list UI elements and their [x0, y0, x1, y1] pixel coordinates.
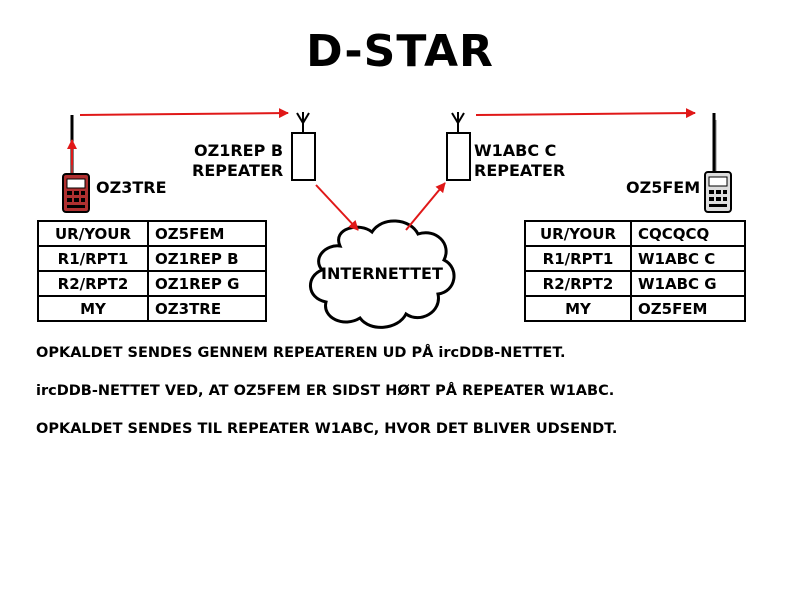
table-value: W1ABC G: [630, 270, 746, 297]
table-value: OZ1REP B: [147, 245, 267, 272]
note-line: ircDDB-NETTET VED, AT OZ5FEM ER SIDST HØ…: [36, 383, 615, 399]
page-title: D-STAR: [306, 26, 494, 77]
left-repeater-type: REPEATER: [192, 161, 284, 180]
left-repeater-antenna-icon: [291, 112, 316, 181]
internet-label: INTERNETTET: [321, 264, 443, 283]
table-key: R1/RPT1: [37, 245, 149, 272]
right-repeater-type: REPEATER: [474, 161, 566, 180]
left-routing-table: UR/YOUR OZ5FEM R1/RPT1 OZ1REP B R2/RPT2 …: [37, 220, 267, 322]
table-key: MY: [524, 295, 632, 322]
arrow-radio-to-repeater: [79, 108, 289, 119]
table-key: UR/YOUR: [524, 220, 632, 247]
internet-cloud-icon: [309, 219, 456, 329]
left-handheld-radio-icon: [62, 115, 90, 213]
left-repeater-name: OZ1REP B: [194, 141, 284, 160]
table-value: OZ5FEM: [147, 220, 267, 247]
right-callsign: OZ5FEM: [626, 178, 701, 197]
note-line: OPKALDET SENDES TIL REPEATER W1ABC, HVOR…: [36, 421, 618, 437]
signal-arrows: [67, 108, 696, 231]
note-line: OPKALDET SENDES GENNEM REPEATEREN UD PÅ …: [36, 345, 566, 361]
table-row: MY OZ5FEM: [524, 295, 746, 322]
table-key: R1/RPT1: [524, 245, 632, 272]
table-row: R1/RPT1 OZ1REP B: [37, 245, 267, 272]
table-value: OZ3TRE: [147, 295, 267, 322]
table-row: R2/RPT2 OZ1REP G: [37, 270, 267, 297]
right-repeater-name: W1ABC C: [474, 141, 557, 160]
right-handheld-radio-icon: [704, 113, 732, 213]
table-value: CQCQCQ: [630, 220, 746, 247]
table-key: R2/RPT2: [524, 270, 632, 297]
table-key: MY: [37, 295, 149, 322]
table-row: UR/YOUR OZ5FEM: [37, 220, 267, 247]
table-value: OZ5FEM: [630, 295, 746, 322]
left-callsign: OZ3TRE: [96, 178, 167, 197]
right-repeater-antenna-icon: [446, 112, 471, 181]
arrow-internet-to-repeater: [405, 182, 446, 231]
table-row: R2/RPT2 W1ABC G: [524, 270, 746, 297]
table-row: R1/RPT1 W1ABC C: [524, 245, 746, 272]
table-value: OZ1REP G: [147, 270, 267, 297]
table-row: MY OZ3TRE: [37, 295, 267, 322]
table-row: UR/YOUR CQCQCQ: [524, 220, 746, 247]
table-key: UR/YOUR: [37, 220, 149, 247]
arrow-repeater-to-radio: [475, 108, 696, 119]
table-key: R2/RPT2: [37, 270, 149, 297]
arrow-repeater-to-internet: [315, 184, 359, 231]
table-value: W1ABC C: [630, 245, 746, 272]
right-routing-table: UR/YOUR CQCQCQ R1/RPT1 W1ABC C R2/RPT2 W…: [524, 220, 746, 322]
explanation-notes: OPKALDET SENDES GENNEM REPEATEREN UD PÅ …: [36, 344, 617, 458]
